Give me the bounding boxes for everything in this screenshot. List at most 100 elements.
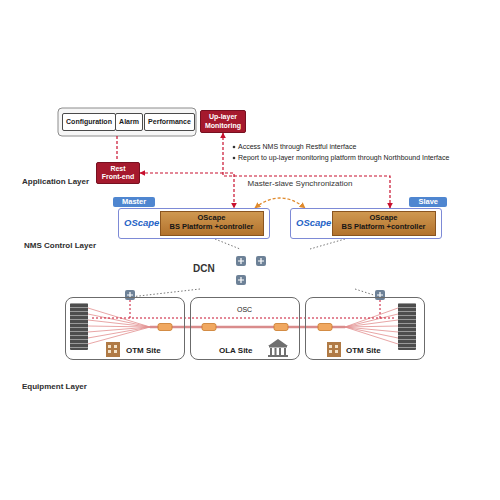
building-window: [114, 345, 117, 348]
box-label: Performance: [148, 118, 191, 126]
building-body: [327, 342, 341, 357]
product-logo: OScape: [124, 217, 159, 229]
building-window: [114, 350, 117, 353]
site-box: OTM Site: [305, 297, 425, 360]
rack-icon: [70, 303, 88, 350]
layer-name: NMS Control Layer: [24, 241, 96, 251]
site-label: OLA Site: [219, 346, 252, 356]
switch-icon: [125, 290, 135, 300]
switch-icon: [256, 256, 266, 266]
box-label: Rest Front-end: [100, 165, 136, 181]
switch-body: [256, 256, 266, 266]
fiber-fan: [88, 308, 398, 344]
site-label: OTM Site: [346, 346, 381, 356]
layer-plane: Equipment Layer OTM Site OLA Site OTM Site: [10, 290, 470, 396]
dcn-cloud: DCN: [155, 249, 400, 289]
station-icon: [268, 339, 288, 357]
switch-body: [236, 275, 246, 285]
building-icon: [106, 342, 120, 357]
cloud-part: [229, 250, 325, 274]
station-column: [275, 348, 277, 355]
cloud-part: [183, 252, 267, 278]
note-text: Access NMS through Restful interface: [238, 142, 356, 152]
fiber-line: [345, 320, 398, 327]
connector: [130, 289, 200, 297]
amplifier: [158, 324, 172, 331]
switch-mark: [238, 258, 244, 264]
station-roof: [268, 339, 288, 346]
fiber-line: [88, 314, 150, 327]
layer-name: Application Layer: [22, 177, 89, 187]
cloud-highlight: [182, 258, 372, 274]
switch-icon: [236, 275, 246, 285]
switch-icon: [236, 256, 246, 266]
layer-name: Equipment Layer: [22, 382, 87, 392]
building-window: [108, 345, 111, 348]
bullet-dot: [233, 146, 236, 149]
fiber-line: [345, 327, 398, 344]
switch-body: [375, 290, 385, 300]
building-window: [108, 350, 111, 353]
building-window: [335, 345, 338, 348]
fiber-line: [88, 326, 150, 327]
platform-box: OScapeBS Platform +controller: [332, 211, 436, 236]
server-panel: MasterOScapeOScapeBS Platform +controlle…: [118, 208, 270, 239]
building-window: [335, 350, 338, 353]
platform-box: OScapeBS Platform +controller: [160, 211, 264, 236]
layer-plane: NMS Control LayerMasterOScapeOScapeBS Pl…: [10, 196, 470, 256]
fiber-line: [88, 327, 150, 344]
monitoring-box: Up-layer Monitoring: [200, 110, 246, 133]
station-beam: [269, 346, 287, 348]
fiber-line: [88, 320, 150, 327]
box-label: OScape: [198, 214, 226, 223]
building-window: [329, 350, 332, 353]
building-icon: [327, 342, 341, 357]
cloud-part: [159, 255, 395, 285]
osc-line: [92, 300, 396, 318]
box-label: Alarm: [119, 118, 139, 126]
switch-mark: [258, 258, 264, 264]
function-box: Configuration: [62, 113, 116, 131]
plane-edge: [10, 189, 436, 192]
station-column: [284, 348, 286, 355]
connector: [223, 133, 390, 208]
switch-body: [125, 290, 135, 300]
main-fiber: [150, 326, 345, 329]
station-base: [268, 355, 288, 357]
box-label: Configuration: [66, 118, 112, 126]
function-box: Alarm: [115, 113, 143, 131]
building-body: [106, 342, 120, 357]
bullet-dot: [233, 157, 236, 160]
site-label: OTM Site: [126, 346, 161, 356]
switch-mark: [238, 277, 244, 283]
connector: [215, 239, 240, 249]
edge-label: Master-slave Synchronization: [248, 179, 353, 189]
interface-line: [116, 136, 117, 161]
box-label: BS Platform +controller: [342, 223, 426, 232]
fiber-line: [345, 327, 398, 338]
cloud-shape: [155, 249, 400, 289]
plane-face: [10, 290, 470, 396]
fiber-line: [345, 326, 398, 327]
amplifier: [318, 324, 332, 331]
plane-face: [10, 95, 470, 192]
cloud-part: [289, 265, 393, 287]
box-label: Up-layer Monitoring: [204, 113, 242, 129]
box-label: BS Platform +controller: [170, 223, 254, 232]
server-panel: SlaveOScapeOScapeBS Platform +controller: [290, 208, 442, 239]
layer-plane-shape: [10, 290, 470, 396]
station-column: [279, 348, 281, 355]
plane-edge: [10, 393, 433, 396]
cloud-part: [287, 252, 375, 278]
product-logo: OScape: [296, 217, 331, 229]
connector: [310, 239, 345, 249]
connector: [255, 198, 305, 208]
signal-label: OSC: [237, 305, 252, 315]
function-box: Performance: [144, 113, 195, 131]
amplifier: [202, 324, 216, 331]
site-box: OTM Site: [65, 297, 185, 360]
building-window: [329, 345, 332, 348]
note-text: Report to up-layer monitoring platform t…: [238, 153, 449, 163]
station-column: [270, 348, 272, 355]
fiber-line: [345, 314, 398, 327]
